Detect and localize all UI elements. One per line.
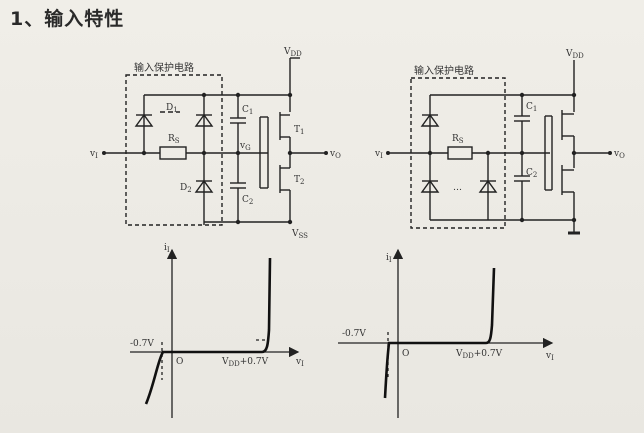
right-rs-label: RS bbox=[452, 134, 464, 145]
right-vdd-label: VDD bbox=[565, 49, 584, 60]
right-circuit-dots bbox=[386, 92, 612, 223]
right-c1-label: C1 bbox=[526, 102, 537, 113]
left-d2-label: D2 bbox=[180, 183, 192, 194]
left-x-label: vI bbox=[295, 357, 304, 368]
right-diode-a bbox=[420, 113, 440, 127]
slide-title: 1、输入特性 bbox=[10, 8, 125, 30]
left-box-label: 输入保护电路 bbox=[134, 61, 194, 74]
left-diode-a bbox=[134, 113, 154, 127]
left-d1-label: D1 bbox=[166, 103, 178, 114]
right-graph bbox=[338, 248, 554, 418]
left-resistor-rs bbox=[159, 146, 187, 160]
right-x-label: vI bbox=[545, 351, 554, 362]
right-resistor-rs bbox=[447, 146, 473, 160]
right-diode-b bbox=[420, 179, 440, 193]
left-graph bbox=[130, 248, 300, 418]
left-rs-label: RS bbox=[168, 134, 180, 145]
right-vo-label: vO bbox=[613, 149, 625, 160]
left-c1-label: C1 bbox=[242, 105, 253, 116]
left-y-label: iI bbox=[164, 243, 170, 254]
left-circuit-dots bbox=[102, 92, 328, 225]
right-ellipsis: … bbox=[453, 183, 462, 193]
left-diode-d2 bbox=[194, 179, 214, 193]
right-vi-label: vI bbox=[374, 149, 383, 160]
left-diode-d1 bbox=[194, 113, 214, 127]
left-vss-label: VSS bbox=[291, 229, 308, 240]
right-c2-label: C2 bbox=[526, 168, 537, 179]
right-neg-label: -0.7V bbox=[342, 329, 366, 339]
left-iv-curve bbox=[144, 257, 272, 405]
left-pos-label: VDD+0.7V bbox=[221, 357, 269, 368]
left-t1-label: T1 bbox=[294, 125, 304, 136]
left-t2-label: T2 bbox=[294, 175, 304, 186]
right-origin-label: O bbox=[402, 349, 409, 359]
left-vdd-label: VDD bbox=[283, 47, 302, 58]
right-diode-c bbox=[478, 179, 498, 193]
left-protection-box bbox=[125, 74, 223, 226]
right-box-label: 输入保护电路 bbox=[414, 64, 474, 77]
left-vo-label: vO bbox=[329, 149, 341, 160]
left-vi-label: vI bbox=[89, 149, 98, 160]
right-y-label: iI bbox=[386, 253, 392, 264]
left-origin-label: O bbox=[176, 357, 183, 367]
right-circuit bbox=[388, 60, 610, 235]
left-circuit bbox=[104, 57, 326, 226]
right-iv-curve bbox=[383, 267, 496, 399]
left-vg-label: vG bbox=[239, 141, 251, 152]
left-c2-label: C2 bbox=[242, 195, 253, 206]
left-neg-label: -0.7V bbox=[130, 339, 154, 349]
right-pos-label: VDD+0.7V bbox=[455, 349, 503, 360]
